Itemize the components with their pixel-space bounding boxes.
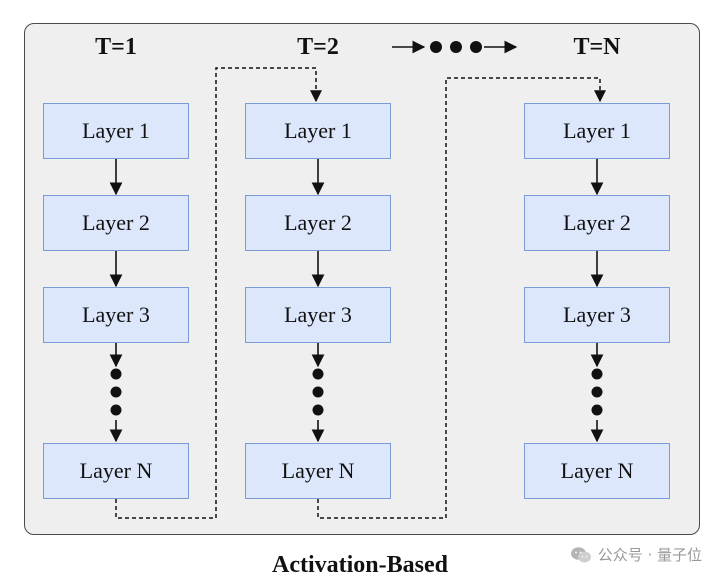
ellipsis-dot xyxy=(312,386,324,398)
dashed-connector-t2-to-tn xyxy=(317,77,606,519)
time-step-label-1: T=1 xyxy=(95,34,137,60)
ellipsis-dot xyxy=(591,386,603,398)
time-step-label-n: T=N xyxy=(573,34,621,60)
layer-box-t1-layer-n: Layer N xyxy=(43,443,189,499)
layer-box-tn-layer-n: Layer N xyxy=(524,443,670,499)
watermark-text: 公众号 · 量子位 xyxy=(597,546,702,564)
dashed-connector-t1-to-t2 xyxy=(115,67,322,519)
time-step-label-2: T=2 xyxy=(297,34,339,60)
ellipsis-dot xyxy=(312,404,324,416)
layer-box-t2-layer-1: Layer 1 xyxy=(245,103,391,159)
layer-box-t1-layer-1: Layer 1 xyxy=(43,103,189,159)
layer-box-tn-layer-3: Layer 3 xyxy=(524,287,670,343)
wechat-icon xyxy=(570,546,591,562)
ellipsis-dot xyxy=(312,368,324,380)
layer-box-tn-layer-2: Layer 2 xyxy=(524,195,670,251)
time-ellipsis-dot xyxy=(450,41,462,53)
time-ellipsis-dot xyxy=(470,41,482,53)
layer-box-tn-layer-1: Layer 1 xyxy=(524,103,670,159)
time-ellipsis-arrow xyxy=(392,40,518,54)
time-ellipsis-dot xyxy=(430,41,442,53)
ellipsis-dot xyxy=(110,386,122,398)
column-arrows xyxy=(109,158,604,443)
diagram-caption: Activation-Based xyxy=(272,552,448,578)
ellipsis-dot xyxy=(110,368,122,380)
watermark: 公众号 · 量子位 xyxy=(570,544,702,565)
ellipsis-dot xyxy=(591,368,603,380)
layer-box-t2-layer-n: Layer N xyxy=(245,443,391,499)
layer-box-t2-layer-2: Layer 2 xyxy=(245,195,391,251)
ellipsis-dot xyxy=(110,404,122,416)
layer-box-t1-layer-3: Layer 3 xyxy=(43,287,189,343)
ellipsis-dot xyxy=(591,404,603,416)
column-ellipsis-dots xyxy=(110,368,603,416)
layer-box-t2-layer-3: Layer 3 xyxy=(245,287,391,343)
layer-box-t1-layer-2: Layer 2 xyxy=(43,195,189,251)
